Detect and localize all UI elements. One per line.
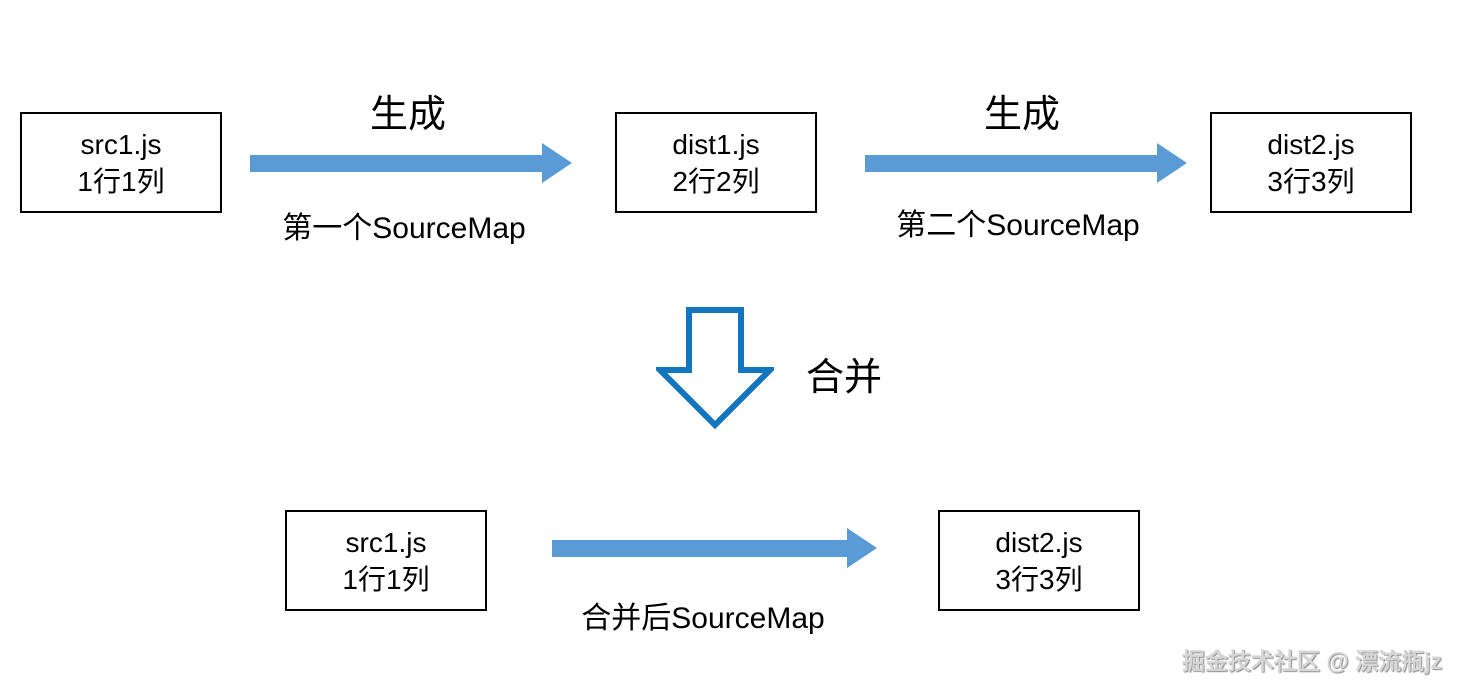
arrow-shaft bbox=[250, 154, 542, 172]
dist2-file-box-top: dist2.js 3行3列 bbox=[1210, 112, 1412, 213]
watermark: 掘金技术社区 @ 漂流瓶jz bbox=[1181, 648, 1442, 674]
second-sourcemap-label: 第二个SourceMap bbox=[896, 209, 1140, 242]
file-position: 3行3列 bbox=[1267, 165, 1355, 197]
merge-down-arrow-icon bbox=[656, 307, 774, 430]
first-sourcemap-label: 第一个SourceMap bbox=[282, 212, 526, 245]
arrow-shaft bbox=[865, 154, 1157, 172]
file-position: 3行3列 bbox=[995, 563, 1083, 595]
dist1-file-box: dist1.js 2行2列 bbox=[615, 112, 817, 213]
dist2-file-box-bottom: dist2.js 3行3列 bbox=[938, 510, 1140, 611]
merged-sourcemap-label: 合并后SourceMap bbox=[581, 602, 825, 635]
file-name: dist2.js bbox=[995, 526, 1083, 558]
file-name: dist2.js bbox=[1267, 128, 1355, 160]
arrow-head-icon bbox=[542, 143, 572, 183]
generate-label-1: 生成 bbox=[369, 94, 446, 136]
file-name: dist1.js bbox=[672, 128, 760, 160]
generate-arrow-1 bbox=[250, 143, 572, 183]
file-name: src1.js bbox=[80, 128, 162, 160]
source-file-box-bottom: src1.js 1行1列 bbox=[285, 510, 487, 611]
generate-arrow-2 bbox=[865, 143, 1187, 183]
source-file-box-top: src1.js 1行1列 bbox=[20, 112, 222, 213]
file-name: src1.js bbox=[345, 526, 427, 558]
arrow-shaft bbox=[552, 539, 847, 557]
file-position: 1行1列 bbox=[342, 563, 430, 595]
arrow-head-icon bbox=[847, 528, 877, 568]
file-position: 1行1列 bbox=[77, 165, 165, 197]
generate-label-2: 生成 bbox=[983, 94, 1060, 136]
merged-sourcemap-arrow bbox=[552, 528, 877, 568]
file-position: 2行2列 bbox=[672, 165, 760, 197]
arrow-head-icon bbox=[1157, 143, 1187, 183]
merge-label: 合并 bbox=[806, 357, 883, 399]
